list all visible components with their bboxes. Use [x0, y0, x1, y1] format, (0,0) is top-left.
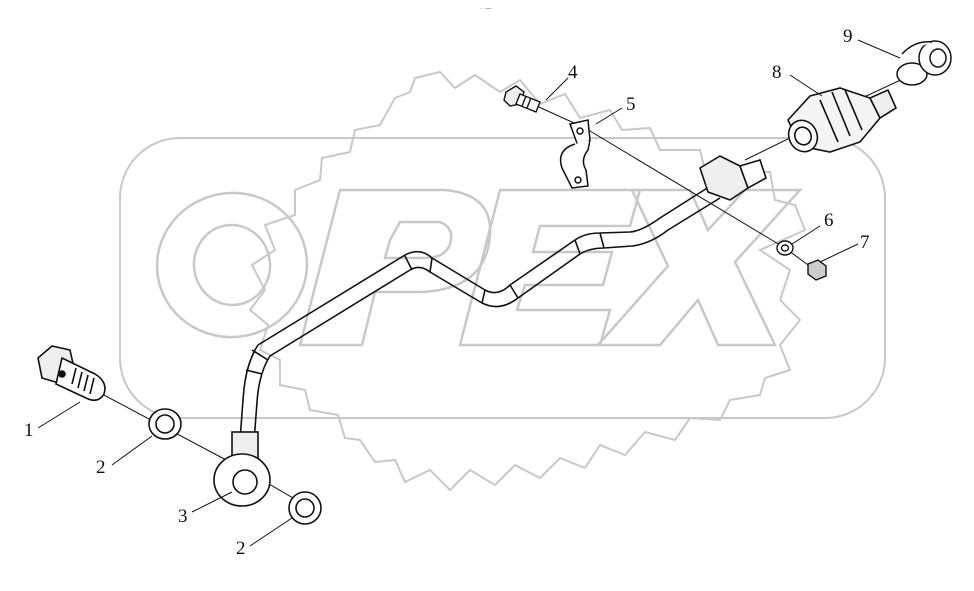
- part-6-washer: [776, 240, 794, 256]
- part-3-banjo-fitting: [213, 431, 271, 507]
- part-1-banjo-bolt: [37, 345, 106, 402]
- callout-2b: 2: [236, 538, 246, 559]
- fuel-pipe: [239, 184, 721, 443]
- callout-lines: [37, 39, 901, 547]
- part-2-washer-a: [148, 408, 182, 440]
- part-9-cap: [896, 40, 952, 86]
- part-8-connector: [699, 87, 898, 201]
- part-4-bolt: [503, 85, 541, 113]
- callout-9: 9: [843, 26, 853, 47]
- watermark-letters: [155, 188, 803, 347]
- part-2-washer-b: [288, 491, 322, 525]
- opex-watermark-logo: [119, 70, 886, 492]
- watermark-frame: [119, 137, 886, 419]
- callout-4: 4: [568, 62, 578, 83]
- callout-2a: 2: [96, 457, 106, 478]
- callout-labels: 1 2 2 3 4 5 6 7 8 9: [24, 26, 870, 559]
- callout-1: 1: [24, 420, 34, 441]
- header-mark: ·· —: [480, 6, 492, 12]
- part-5-clamp: [559, 119, 591, 189]
- callout-7: 7: [860, 232, 870, 253]
- part-7-nut: [807, 259, 827, 281]
- callout-6: 6: [824, 210, 834, 231]
- callout-8: 8: [772, 62, 782, 83]
- callout-3: 3: [178, 506, 188, 527]
- watermark-gear-outline: [248, 70, 807, 492]
- callout-5: 5: [626, 94, 636, 115]
